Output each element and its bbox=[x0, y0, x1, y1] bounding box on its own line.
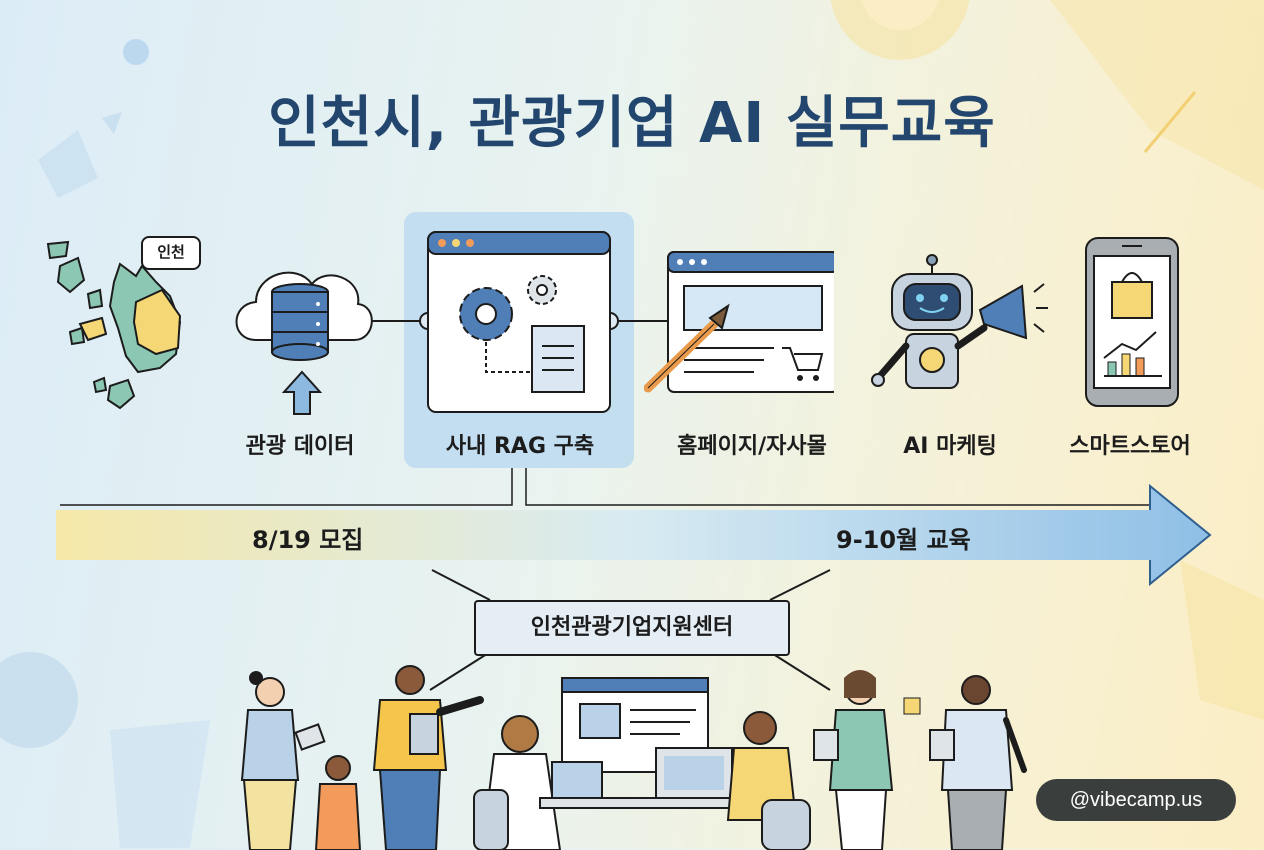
timeline-arrow bbox=[56, 483, 1212, 587]
step-label-homepage: 홈페이지/자사몰 bbox=[677, 434, 827, 459]
robot-megaphone-icon bbox=[871, 254, 1048, 389]
step-label-ai-marketing: AI 마케팅 bbox=[903, 434, 997, 459]
support-center-label: 인천관광기업지원센터 bbox=[474, 600, 790, 656]
web-design-cart-icon bbox=[644, 251, 834, 393]
timeline-end-label: 9-10월 교육 bbox=[836, 526, 971, 554]
watermark: @vibecamp.us bbox=[1036, 779, 1236, 821]
timeline-start-label: 8/19 모집 bbox=[252, 526, 364, 554]
map-badge: 인천 bbox=[141, 236, 201, 270]
people-illustration bbox=[240, 665, 1027, 850]
smartphone-shop-icon bbox=[1085, 237, 1179, 407]
cloud-database-icon bbox=[235, 271, 373, 361]
step-label-smartstore: 스마트스토어 bbox=[1069, 434, 1191, 459]
gear-document-window-icon bbox=[427, 231, 611, 413]
page-title: 인천시, 관광기업 AI 실무교육 bbox=[268, 91, 996, 156]
step-label-rag: 사내 RAG 구축 bbox=[445, 434, 595, 459]
step-label-data: 관광 데이터 bbox=[245, 434, 355, 459]
up-arrow-icon bbox=[282, 370, 322, 415]
